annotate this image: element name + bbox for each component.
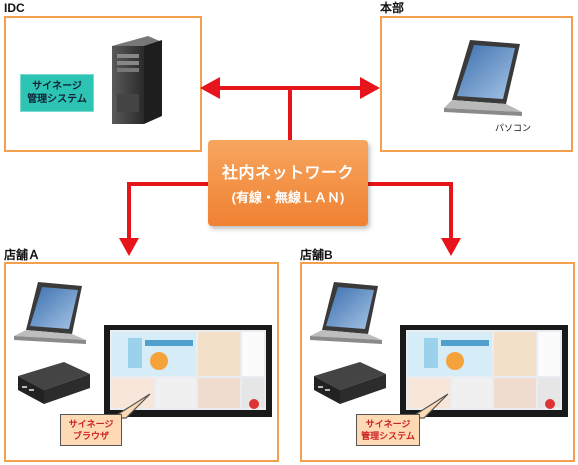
connection-arrows	[119, 77, 461, 256]
idc-box	[4, 16, 202, 152]
set-top-box-icon-store-a	[18, 362, 90, 404]
set-top-box-icon-store-b	[314, 362, 386, 404]
store-b-callout: サイネージ 管理システム	[356, 414, 420, 446]
signage-management-system-label: サイネージ 管理システム	[20, 74, 94, 112]
store-b-label: 店舗B	[300, 248, 333, 262]
server-tower-icon	[112, 36, 162, 124]
hq-label: 本部	[380, 1, 405, 15]
laptop-icon-store-a	[14, 282, 86, 344]
network-title: 社内ネットワーク	[221, 165, 354, 182]
laptop-icon-hq	[444, 40, 522, 116]
pc-label: パソコン	[495, 123, 532, 133]
laptop-icon-store-b	[310, 282, 382, 344]
signage-display-store-a	[104, 325, 272, 417]
signage-display-store-b	[400, 325, 568, 417]
store-a-callout: サイネージ ブラウザ	[60, 414, 122, 446]
store-a-label: 店舗Ａ	[4, 248, 41, 262]
internal-network-box: 社内ネットワーク (有線・無線ＬＡＮ)	[208, 140, 368, 226]
idc-label: IDC	[4, 1, 25, 15]
network-subtitle: (有線・無線ＬＡＮ)	[231, 190, 345, 205]
